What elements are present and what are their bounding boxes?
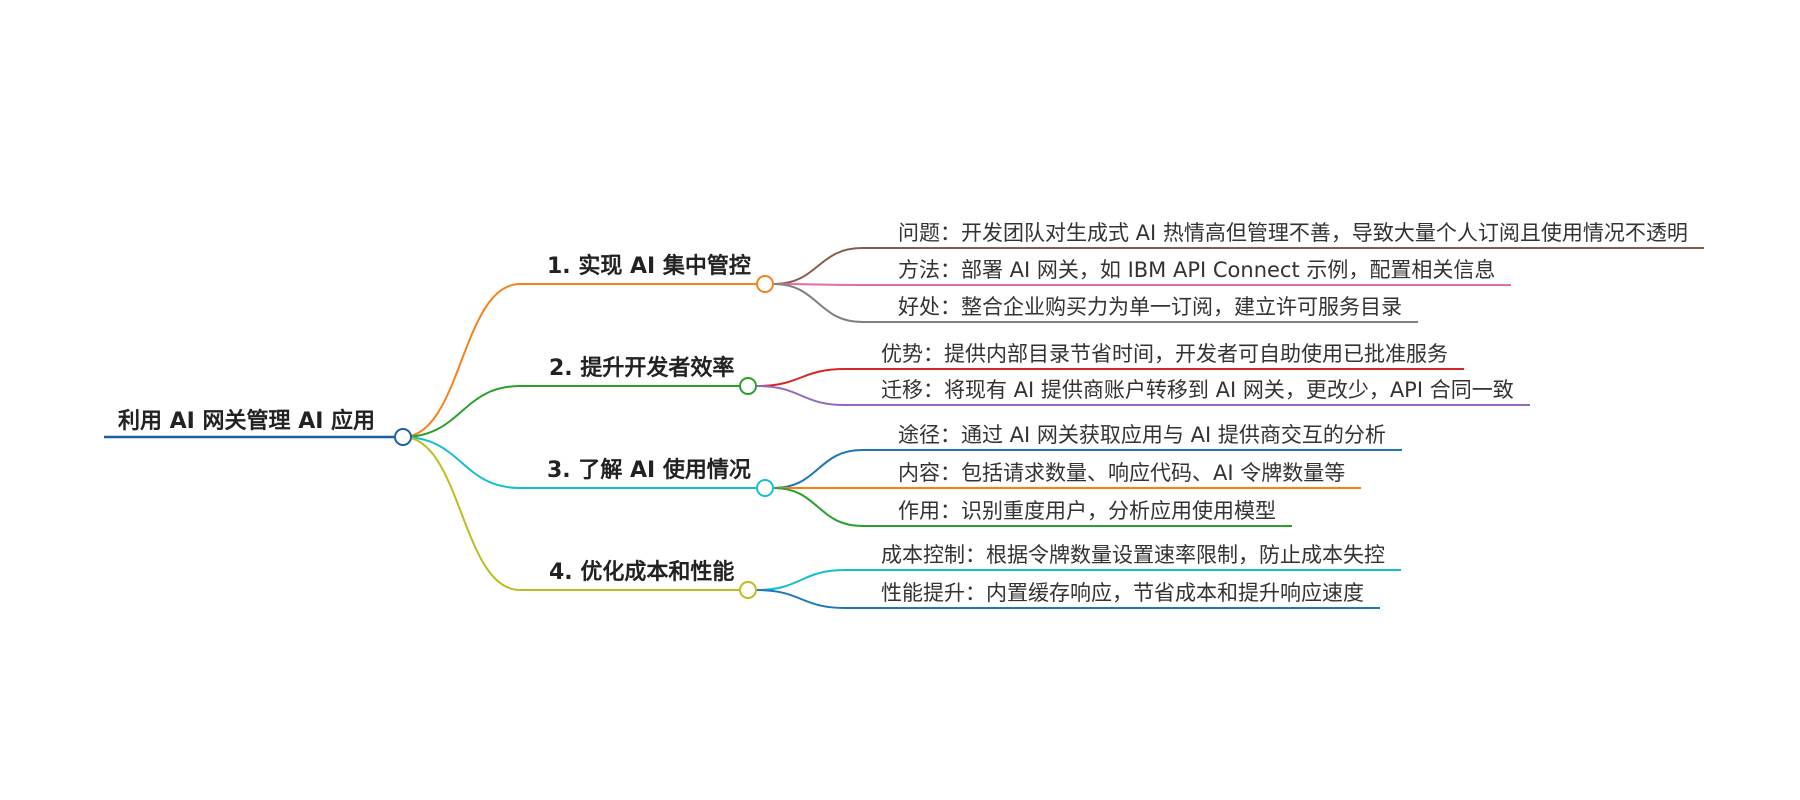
subtopic-1-3-label[interactable]: 好处：整合企业购买力为单一订阅，建立许可服务目录	[898, 295, 1402, 319]
branch-2-connector	[402, 385, 521, 438]
subtopic-2-2-label[interactable]: 迁移：将现有 AI 提供商账户转移到 AI 网关，更改少，API 合同一致	[881, 378, 1514, 402]
subtopic-4-2-label[interactable]: 性能提升：内置缓存响应，节省成本和提升响应速度	[881, 581, 1364, 605]
subtopic-4-2-connector	[756, 589, 846, 609]
subtopic-3-2-label[interactable]: 内容：包括请求数量、响应代码、AI 令牌数量等	[898, 461, 1346, 485]
branch-1-node-circle	[756, 275, 774, 293]
subtopic-3-3-connector	[773, 487, 863, 527]
subtopic-4-1-label[interactable]: 成本控制：根据令牌数量设置速率限制，防止成本失控	[881, 543, 1385, 567]
subtopic-2-1-connector	[756, 368, 846, 387]
subtopic-3-1-label[interactable]: 途径：通过 AI 网关获取应用与 AI 提供商交互的分析	[898, 423, 1386, 447]
subtopic-4-1-connector	[756, 569, 846, 591]
subtopic-1-2-label[interactable]: 方法：部署 AI 网关，如 IBM API Connect 示例，配置相关信息	[898, 258, 1496, 282]
subtopic-3-1-connector	[773, 449, 863, 489]
subtopic-1-1-connector	[773, 247, 863, 285]
branch-topic-3-label[interactable]: 3. 了解 AI 使用情况	[547, 458, 751, 483]
branch-topic-2-label[interactable]: 2. 提升开发者效率	[549, 356, 735, 381]
subtopic-1-3-connector	[773, 283, 863, 323]
branch-topic-1-label[interactable]: 1. 实现 AI 集中管控	[547, 254, 751, 279]
branch-4-connector	[402, 436, 521, 591]
branch-2-node-circle	[739, 377, 757, 395]
subtopic-2-1-label[interactable]: 优势：提供内部目录节省时间，开发者可自助使用已批准服务	[881, 342, 1448, 366]
subtopic-2-2-connector	[756, 385, 846, 406]
subtopic-1-1-label[interactable]: 问题：开发团队对生成式 AI 热情高但管理不善，导致大量个人订阅且使用情况不透明	[898, 221, 1688, 245]
branch-4-node-circle	[739, 581, 757, 599]
branch-3-connector	[402, 436, 521, 489]
root-node-circle	[394, 428, 412, 446]
root-topic-label[interactable]: 利用 AI 网关管理 AI 应用	[118, 409, 376, 434]
subtopic-3-3-label[interactable]: 作用：识别重度用户，分析应用使用模型	[898, 499, 1276, 523]
subtopic-1-2-connector	[773, 283, 863, 286]
branch-topic-4-label[interactable]: 4. 优化成本和性能	[549, 560, 735, 585]
branch-3-node-circle	[756, 479, 774, 497]
branch-1-connector	[402, 283, 521, 438]
